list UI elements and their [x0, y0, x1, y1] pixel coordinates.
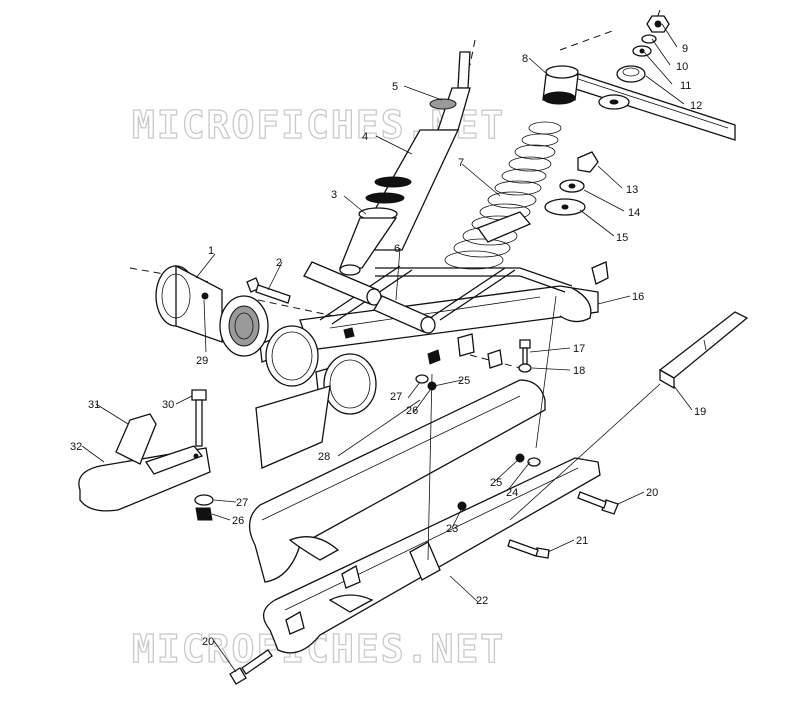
bracket-assembly	[78, 413, 211, 512]
chain-case	[248, 379, 546, 583]
callout-6: 6	[394, 243, 400, 255]
callout-13: 13	[626, 184, 638, 196]
callout-2: 2	[276, 257, 282, 269]
callout-16: 16	[632, 291, 644, 303]
callout-24: 24	[506, 487, 518, 499]
callout-1: 1	[208, 245, 214, 257]
callout-32: 32	[70, 441, 82, 453]
callout-9: 9	[682, 43, 688, 55]
callout-7: 7	[458, 157, 464, 169]
callout-27-left: 27	[236, 497, 248, 509]
frame-rail	[559, 67, 736, 141]
callout-25-right: 25	[458, 375, 470, 387]
spring-cap	[542, 65, 579, 105]
pivot-axle-tube	[155, 264, 269, 357]
callout-20-right: 20	[646, 487, 658, 499]
callout-28: 28	[318, 451, 330, 463]
callout-labels: 1 2 3 4 5 6 7 8 9 10 11 12 13 14 15 16 1…	[70, 43, 706, 648]
callout-20-bottom: 20	[202, 636, 214, 648]
leader-lines	[81, 23, 693, 673]
callout-30: 30	[162, 399, 174, 411]
gusset-plate	[255, 385, 331, 469]
slide-channel	[658, 311, 749, 390]
shock-absorber	[339, 51, 471, 276]
callout-25-lower: 25	[490, 477, 502, 489]
callout-10: 10	[676, 61, 688, 73]
hardware-stack	[544, 15, 670, 216]
callout-12: 12	[690, 100, 702, 112]
bolt-30	[191, 389, 207, 447]
callout-27-center: 27	[390, 391, 402, 403]
callout-11: 11	[680, 80, 691, 92]
lower-rail	[263, 457, 601, 654]
bolt-2	[246, 277, 291, 304]
callout-17: 17	[573, 343, 585, 355]
callout-15: 15	[616, 232, 628, 244]
callout-31: 31	[88, 399, 100, 411]
small-hardware	[194, 339, 619, 685]
callout-29: 29	[196, 355, 208, 367]
callout-4: 4	[362, 131, 368, 143]
callout-5: 5	[392, 81, 398, 93]
callout-26-left: 26	[232, 515, 244, 527]
callout-18: 18	[573, 365, 585, 377]
callout-23: 23	[446, 523, 458, 535]
callout-21: 21	[576, 535, 588, 547]
callout-26-center: 26	[406, 405, 418, 417]
callout-8: 8	[522, 53, 528, 65]
swing-arm-frame	[259, 211, 609, 415]
callout-3: 3	[331, 189, 337, 201]
callout-22: 22	[476, 595, 488, 607]
callout-14: 14	[628, 207, 640, 219]
callout-19: 19	[694, 406, 706, 418]
